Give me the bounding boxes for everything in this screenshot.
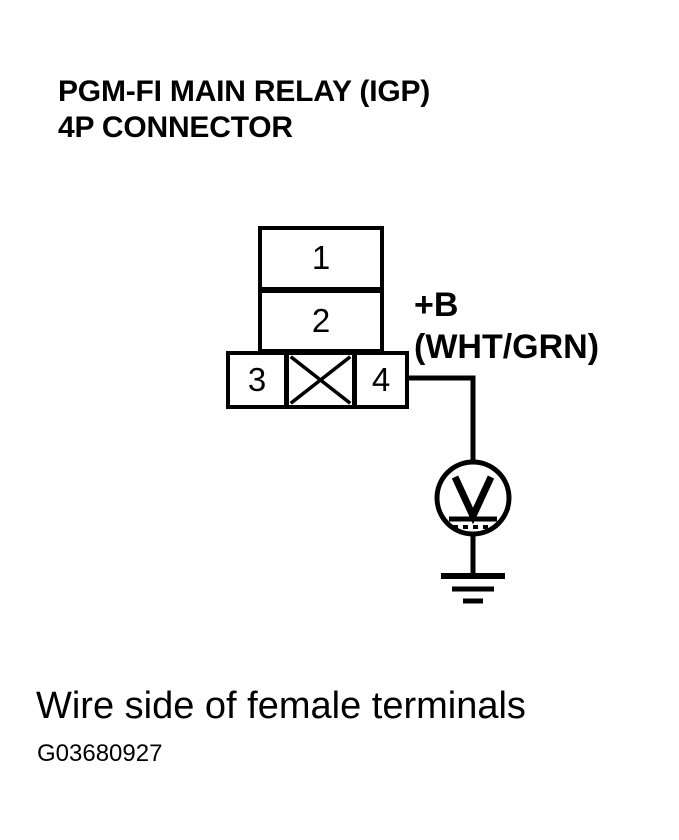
connector-pin-2: 2 — [258, 289, 384, 353]
connector-pinout: 1 2 3 4 — [226, 226, 409, 409]
wire-signal-label: +B — [414, 286, 459, 324]
figure-caption: Wire side of female terminals — [36, 685, 526, 727]
connector-pin-1: 1 — [258, 226, 384, 291]
circuit-schematic — [405, 375, 512, 604]
pin-3-label: 3 — [247, 360, 267, 398]
voltmeter-symbol — [434, 459, 512, 537]
measurement-circuit — [400, 360, 580, 620]
figure-id: G03680927 — [37, 740, 163, 767]
pin-4-label: 4 — [371, 360, 391, 398]
connector-blank-cavity — [285, 351, 356, 409]
diagram-title: PGM-FI MAIN RELAY (IGP) 4P CONNECTOR — [58, 74, 658, 146]
ground-icon — [441, 573, 505, 604]
wire-label: +B (WHT/GRN) — [414, 284, 674, 368]
wire-color-code-label: (WHT/GRN) — [414, 328, 600, 366]
connector-pin-3: 3 — [226, 351, 288, 409]
pin-1-label: 1 — [311, 239, 331, 276]
diagram-title-line-2: 4P CONNECTOR — [58, 111, 293, 144]
x-cross-icon — [289, 355, 352, 405]
pin-2-label: 2 — [311, 301, 331, 339]
wire-path — [405, 375, 476, 465]
diagram-title-line-1: PGM-FI MAIN RELAY (IGP) — [58, 75, 431, 108]
